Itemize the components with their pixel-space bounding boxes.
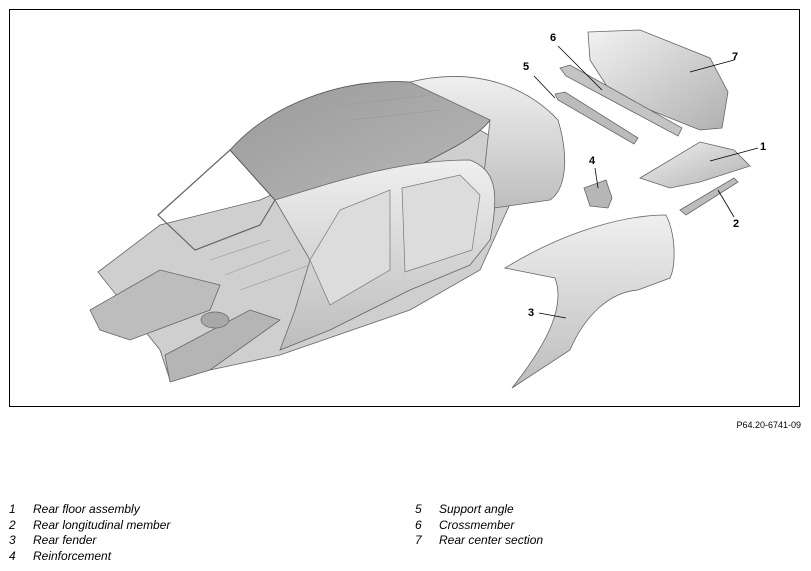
legend-item: 2 Rear longitudinal member (9, 518, 170, 534)
part-reinforcement (583, 179, 613, 209)
legend-number: 4 (9, 548, 16, 563)
callout-2: 2 (733, 218, 740, 230)
legend-text: Crossmember (439, 517, 515, 532)
front-rail-lower (164, 309, 281, 383)
part-support-angle (554, 91, 639, 145)
legend-number: 1 (9, 502, 16, 516)
rear-door-opening (401, 174, 481, 273)
legend-text: Rear fender (33, 533, 97, 548)
car-body-shell (89, 76, 566, 383)
front-rails (89, 269, 221, 341)
legend-text: Rear center section (439, 533, 544, 548)
part-rear-center-section (587, 29, 729, 131)
figure-reference: P64.20-6741-09 (736, 420, 801, 430)
callout-1: 1 (760, 141, 767, 153)
legend-text: Support angle (439, 502, 514, 516)
front-door-opening (309, 189, 391, 306)
rear-side-panel (408, 76, 566, 211)
legend-number: 5 (415, 502, 422, 516)
figure-frame: 1 2 3 4 5 6 7 (9, 9, 800, 407)
leader-2 (717, 189, 735, 218)
callout-6: 6 (550, 32, 557, 44)
legend-number: 7 (415, 533, 422, 548)
callout-7: 7 (732, 51, 739, 63)
legend-column-right: 5 Support angle 6 Crossmember 7 Rear center… (415, 502, 543, 549)
body-shell-illustration (89, 29, 759, 389)
interior-floor-ribs (209, 94, 441, 291)
leader-7 (689, 59, 735, 73)
leader-5 (533, 75, 556, 99)
windshield-frame (157, 149, 276, 251)
part-rear-fender (503, 214, 675, 389)
legend-item: 3 Rear fender (9, 533, 170, 549)
part-rear-longitudinal-member (679, 177, 739, 216)
legend-item: 6 Crossmember (415, 518, 543, 534)
legend-text: Rear longitudinal member (33, 517, 171, 532)
callout-3: 3 (528, 307, 535, 319)
legend-text: Reinforcement (33, 548, 112, 563)
legend-text: Rear floor assembly (33, 502, 140, 516)
callout-4: 4 (589, 155, 596, 167)
legend-column-left: 1 Rear floor assembly 2 Rear longitudinal … (9, 502, 170, 564)
leader-3 (538, 312, 567, 319)
leader-4 (594, 167, 599, 189)
legend-item: 7 Rear center section (415, 533, 543, 549)
shock-tower (200, 311, 230, 329)
legend-item: 4 Reinforcement (9, 549, 170, 565)
part-rear-floor-assembly (639, 141, 751, 189)
leader-6 (557, 45, 603, 91)
legend-number: 3 (9, 533, 16, 548)
part-crossmember (559, 64, 683, 137)
leader-1 (709, 147, 759, 162)
legend-number: 2 (9, 517, 16, 532)
legend-number: 6 (415, 517, 422, 532)
callout-5: 5 (523, 61, 530, 73)
callout-leaders (533, 45, 759, 319)
legend-item: 1 Rear floor assembly (9, 502, 170, 518)
legend-item: 5 Support angle (415, 502, 543, 518)
